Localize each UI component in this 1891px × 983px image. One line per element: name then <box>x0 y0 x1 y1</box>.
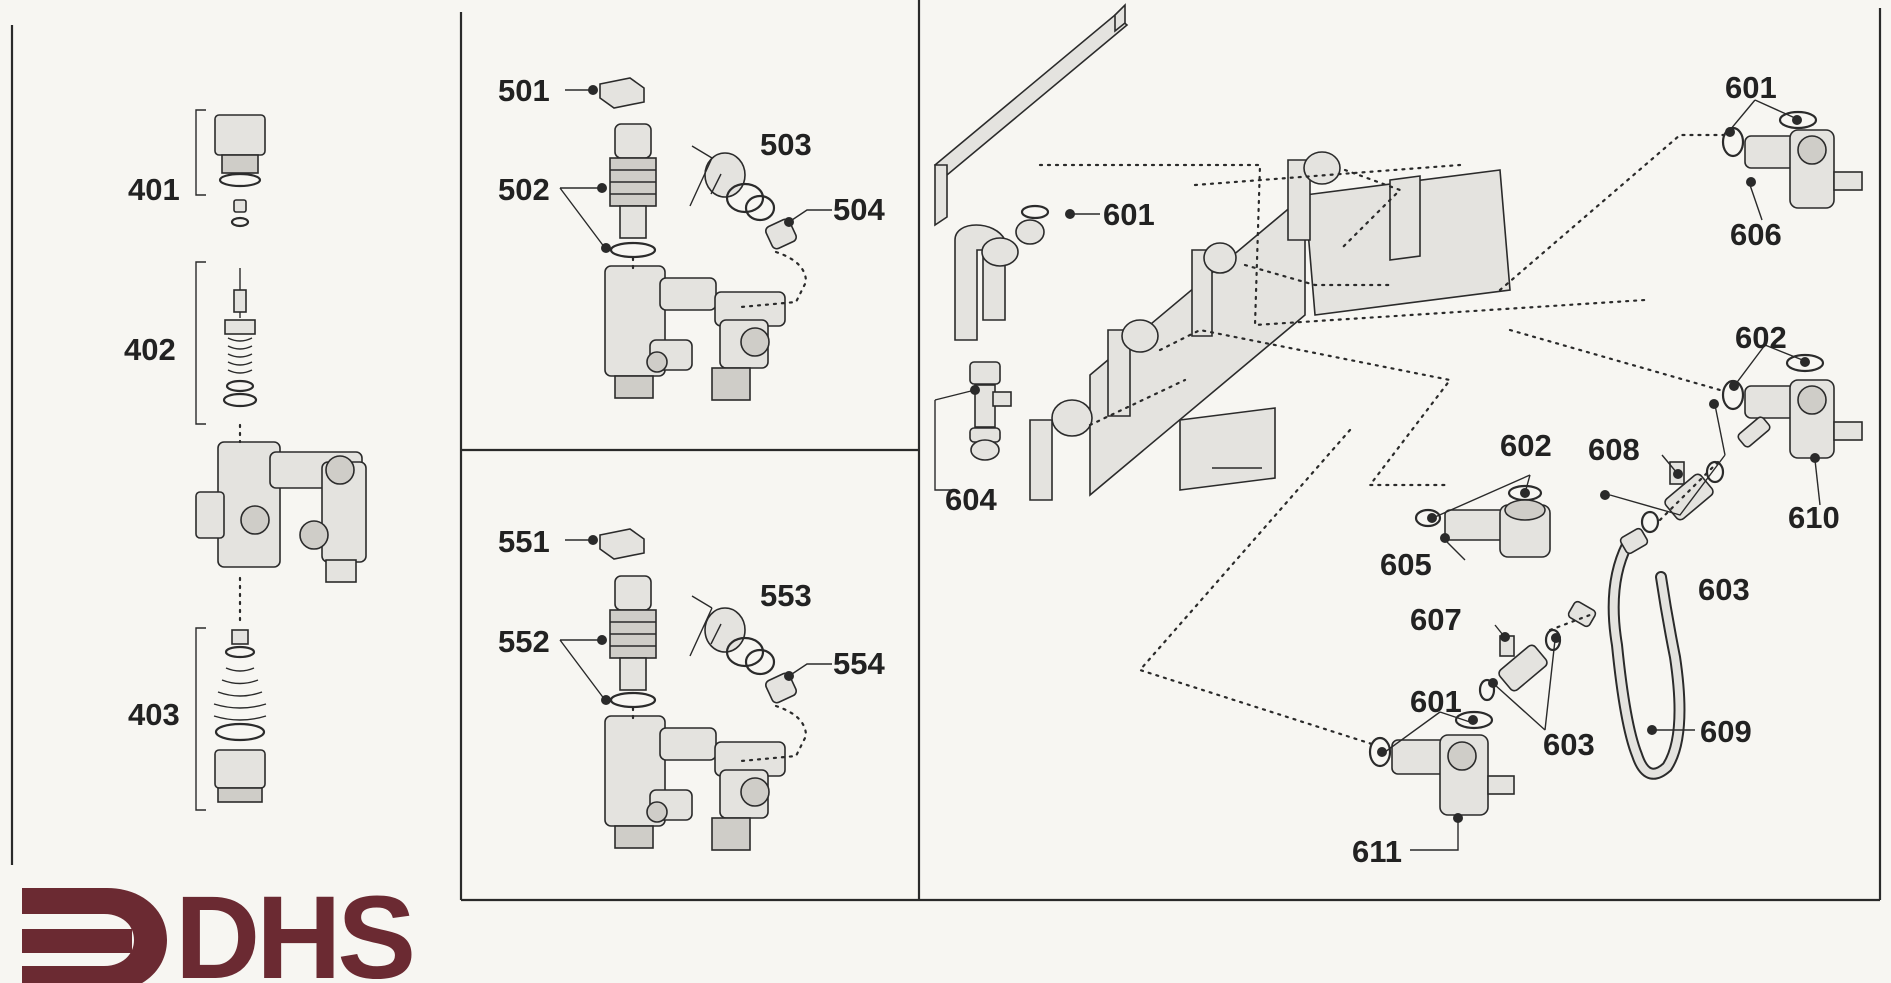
part-611-service-valve <box>1368 710 1515 816</box>
dhs-logo-bar <box>22 929 132 953</box>
callout-551: 551 <box>498 524 550 559</box>
part-402-cartridge <box>222 268 258 408</box>
callout-labels: 401 402 403 501 502 503 504 551 552 553 … <box>124 70 1840 869</box>
part-607-isolation-valve <box>1478 628 1562 702</box>
callout-502: 502 <box>498 172 550 207</box>
part-610-service-valve <box>1721 353 1863 459</box>
dhs-logo-text: DHS <box>175 872 412 983</box>
part-609-flexible-hose <box>1567 527 1686 780</box>
dhs-logo-mark <box>22 888 167 983</box>
valve-body-400 <box>195 441 367 583</box>
valve-body-500 <box>604 265 786 401</box>
connection-kit-600-group <box>933 3 1863 816</box>
callout-609: 609 <box>1700 714 1752 749</box>
callout-402: 402 <box>124 332 176 367</box>
callout-605: 605 <box>1380 547 1432 582</box>
callout-601-top: 601 <box>1103 197 1155 232</box>
part-551-clip <box>599 528 645 560</box>
part-502-cartridge <box>609 123 657 259</box>
dhs-logo: DHS <box>22 872 416 983</box>
part-553-orings <box>704 607 776 676</box>
mounting-rail <box>933 3 1129 227</box>
part-501-clip <box>599 77 645 109</box>
panel-frames <box>10 0 1882 902</box>
valve-assembly-500-group <box>599 77 808 401</box>
callout-403: 403 <box>128 697 180 732</box>
dotted-routing-lines <box>1038 133 1727 747</box>
callout-603-bottom: 603 <box>1543 727 1595 762</box>
valve-body-550 <box>604 715 786 851</box>
leader-lines <box>559 85 1821 851</box>
valve-assembly-400-group <box>195 109 367 811</box>
callout-503: 503 <box>760 127 812 162</box>
callout-603-right: 603 <box>1698 572 1750 607</box>
part-604-tee <box>969 361 1012 461</box>
callout-504: 504 <box>833 192 885 227</box>
valve-assembly-550-group <box>599 528 808 851</box>
callout-607: 607 <box>1410 602 1462 637</box>
callout-501: 501 <box>498 73 550 108</box>
callout-606: 606 <box>1730 217 1782 252</box>
part-401-cap <box>214 114 266 228</box>
callout-610: 610 <box>1788 500 1840 535</box>
pipe-bends <box>954 151 1341 501</box>
callout-554: 554 <box>833 646 885 681</box>
callout-601-right: 601 <box>1725 70 1777 105</box>
part-552-cartridge <box>609 575 657 709</box>
part-606-service-valve <box>1721 110 1863 209</box>
callout-608: 608 <box>1588 432 1640 467</box>
callout-401: 401 <box>128 172 180 207</box>
part-605-elbow <box>1414 484 1551 558</box>
callout-552: 552 <box>498 624 550 659</box>
manifold-bracket <box>1089 169 1511 497</box>
callout-601-bottom: 601 <box>1410 684 1462 719</box>
callout-604: 604 <box>945 482 997 517</box>
callout-602-right: 602 <box>1735 320 1787 355</box>
part-403-spring-set <box>213 629 267 803</box>
callout-611: 611 <box>1352 834 1402 869</box>
callout-602-mid: 602 <box>1500 428 1552 463</box>
callout-553: 553 <box>760 578 812 613</box>
